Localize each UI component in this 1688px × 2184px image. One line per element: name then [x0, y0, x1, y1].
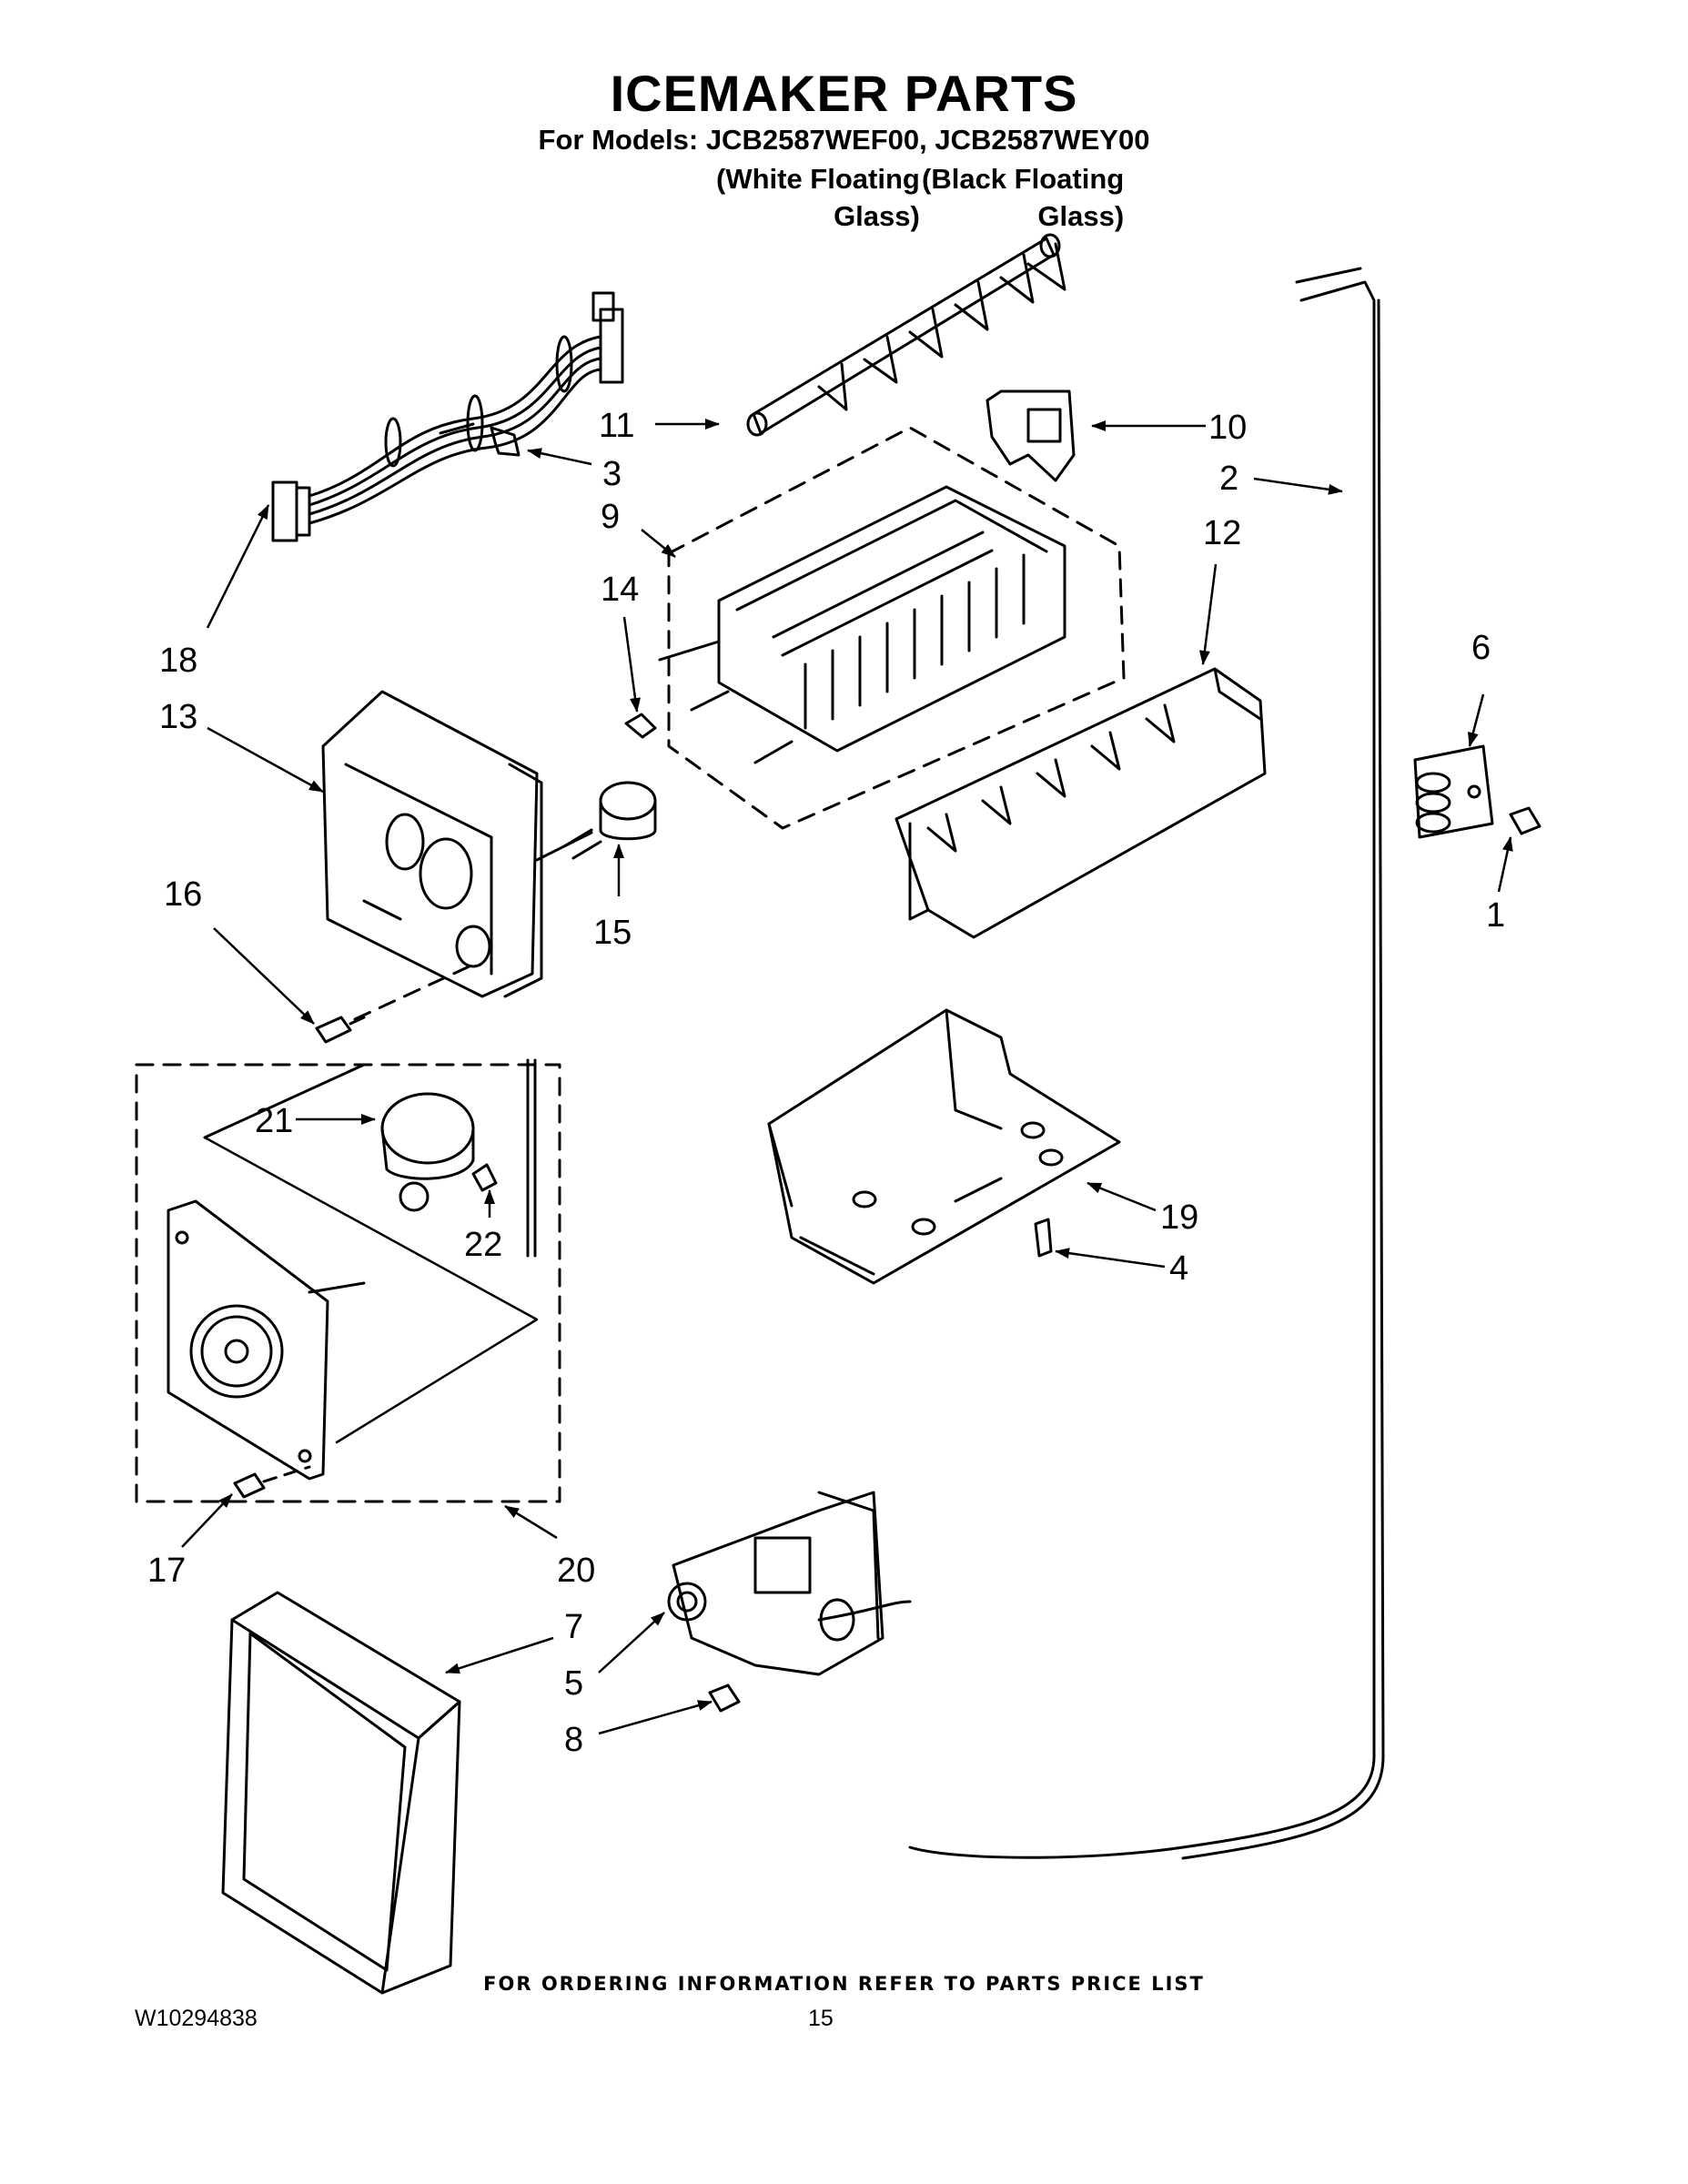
page-number: 15: [808, 2006, 834, 2031]
screw-8-part: [708, 1684, 741, 1713]
screw-1-part: [1509, 806, 1541, 835]
variant-black: (Black Floating Glass): [922, 160, 1124, 235]
ordering-note: FOR ORDERING INFORMATION REFER TO PARTS …: [483, 1973, 1205, 1995]
callout-13: 13: [159, 698, 197, 736]
water-valve-part: [667, 1491, 912, 1676]
callout-2: 2: [1219, 460, 1238, 498]
motor-assembly-box: [135, 1063, 561, 1503]
wiring-harness-part: [271, 291, 624, 542]
callout-21: 21: [255, 1102, 293, 1140]
callout-6: 6: [1471, 629, 1491, 667]
variant-white: (White Floating Glass): [716, 160, 920, 235]
page-title: ICEMAKER PARTS: [610, 65, 1078, 122]
callout-16: 16: [164, 875, 202, 914]
housing-part: [321, 690, 593, 998]
callout-11: 11: [599, 407, 634, 445]
ice-tray-part: [767, 1008, 1121, 1285]
variant-black-line-2: Glass): [1037, 200, 1125, 232]
bracket-part: [986, 389, 1076, 482]
motor-part: [380, 1058, 537, 1258]
callout-9: 9: [601, 498, 620, 536]
variant-black-line-1: (Black Floating: [922, 163, 1125, 195]
callout-22: 22: [464, 1226, 502, 1264]
callout-4: 4: [1169, 1249, 1188, 1288]
callout-1: 1: [1486, 896, 1505, 935]
control-plate-part: [167, 1199, 366, 1481]
leader-lines: [181, 419, 1513, 1735]
callout-18: 18: [159, 642, 197, 680]
callout-17: 17: [147, 1552, 186, 1590]
ejector-part: [746, 233, 1066, 437]
water-tube-part: [908, 267, 1385, 1860]
callout-14: 14: [601, 571, 639, 609]
screw-17-part: [233, 1472, 266, 1499]
callout-19: 19: [1160, 1198, 1198, 1237]
tube-clamp-part: [1413, 744, 1494, 839]
screw-22-part: [471, 1163, 498, 1192]
fill-cup-part: [895, 667, 1267, 939]
model-numbers: For Models: JCB2587WEF00, JCB2587WEY00: [538, 124, 1150, 156]
mold-assembly-part: [658, 426, 1126, 830]
foam-block-part: [221, 1591, 461, 1995]
screw-16-part: [315, 1016, 366, 1044]
callout-7: 7: [564, 1608, 583, 1646]
callout-15: 15: [593, 914, 632, 952]
document-number: W10294838: [135, 2006, 258, 2031]
clip-part: [490, 426, 521, 457]
variant-white-line-1: (White Floating: [716, 163, 920, 195]
callout-labels: 11 10 2 3 9 12 14 6 18 13 16 15 1 21 22 …: [147, 407, 1505, 1759]
callout-10: 10: [1208, 409, 1247, 447]
callout-20: 20: [557, 1552, 595, 1590]
screw-4-part: [1034, 1218, 1053, 1258]
variant-white-line-2: Glass): [834, 200, 920, 232]
thermostat-part: [562, 781, 657, 860]
callout-5: 5: [564, 1664, 583, 1703]
spring-clip-part: [624, 713, 657, 739]
callout-8: 8: [564, 1721, 583, 1759]
callout-12: 12: [1203, 514, 1241, 552]
callout-3: 3: [602, 455, 622, 493]
